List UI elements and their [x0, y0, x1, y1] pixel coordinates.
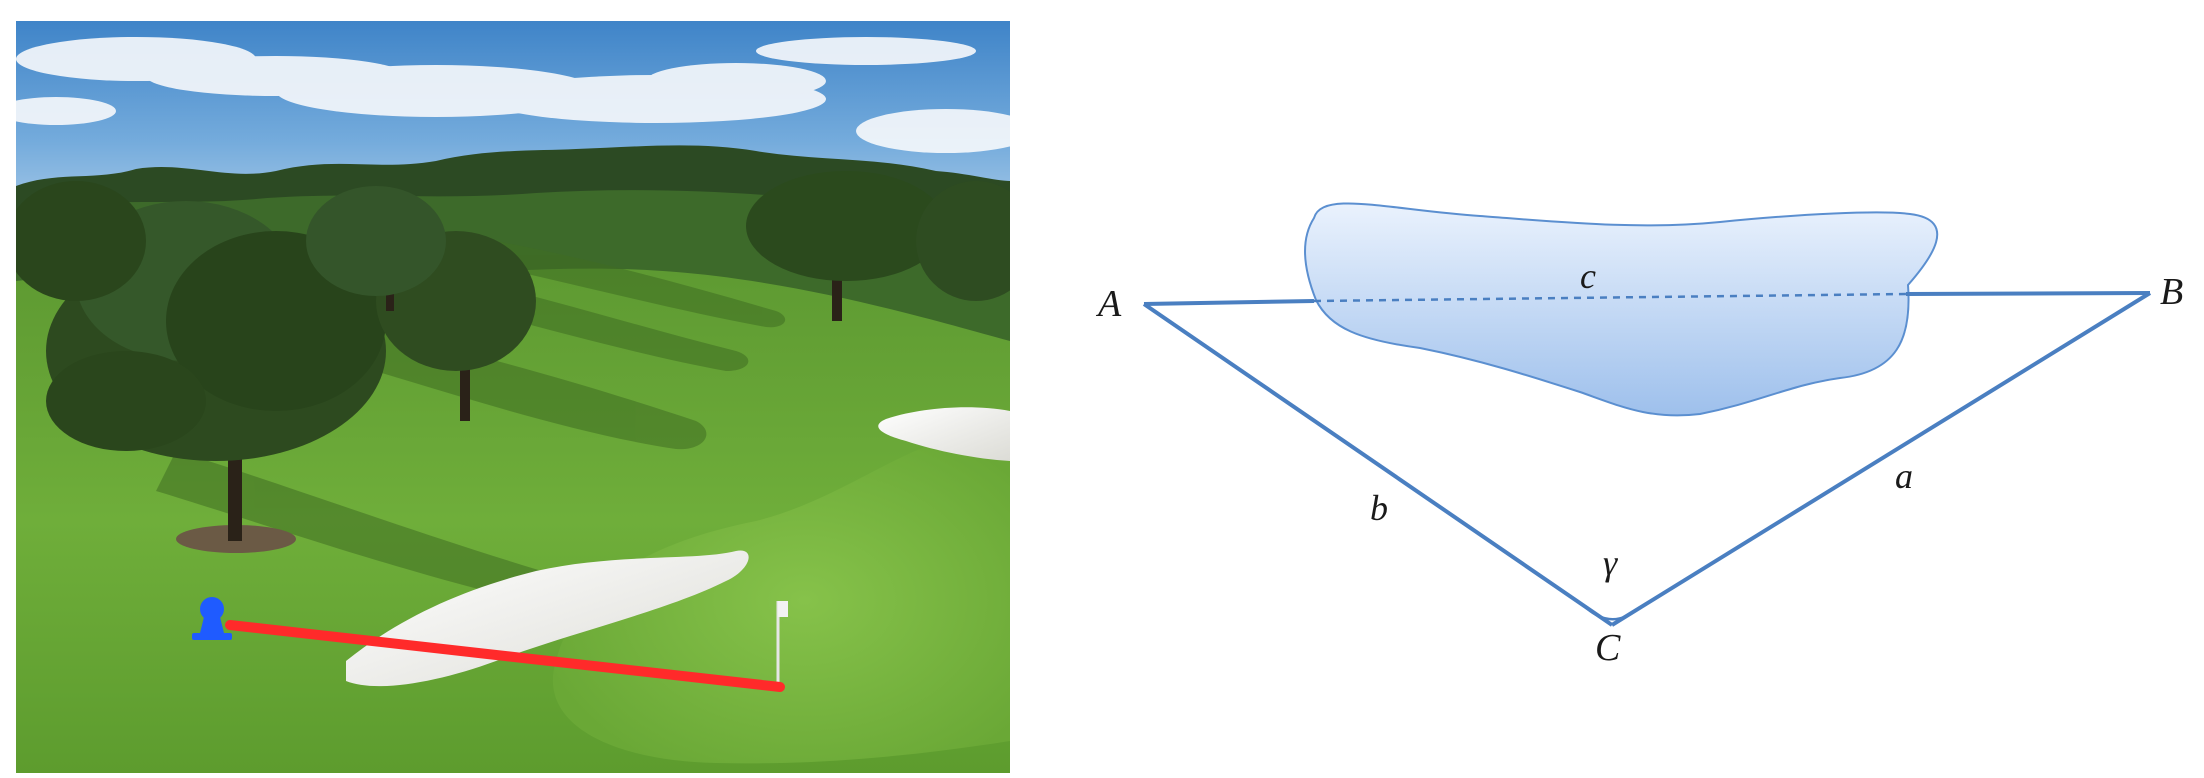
trees [16, 171, 1010, 541]
side-c-left [1143, 299, 1315, 306]
side-b [1142, 302, 1614, 627]
side-c-label: c [1580, 256, 1596, 296]
vertex-a-label: A [1095, 283, 1122, 325]
side-a-label: a [1895, 456, 1913, 496]
side-c-right [1905, 291, 2151, 296]
golf-course-photo [16, 21, 1010, 773]
triangle-lake-diagram: A B C c b a γ [1095, 202, 2183, 669]
angle-gamma-arc [1583, 605, 1641, 621]
side-b-label: b [1370, 488, 1388, 528]
putting-green [552, 437, 1010, 764]
vertex-c-label: C [1595, 627, 1621, 669]
vertex-b-label: B [2160, 271, 2183, 313]
person-pin-icon [192, 597, 232, 640]
lake [1304, 202, 1939, 417]
angle-gamma-label: γ [1603, 543, 1618, 583]
bunker-right [878, 407, 1010, 461]
flag [778, 601, 788, 617]
side-a [1610, 291, 2152, 627]
clouds [16, 37, 1010, 153]
distance-line [225, 620, 785, 692]
